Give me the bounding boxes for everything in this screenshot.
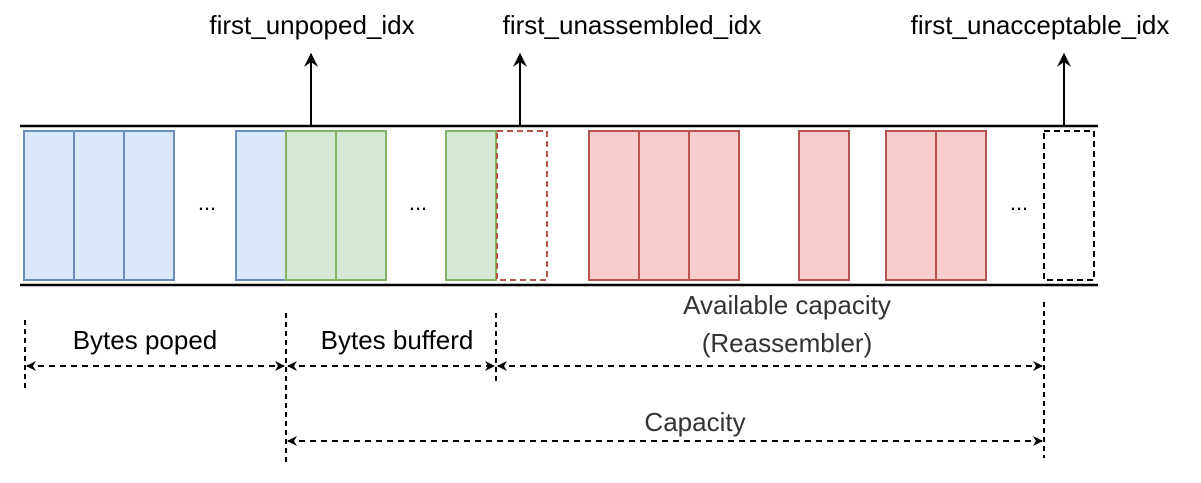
reassembler-bytes-group — [588, 130, 987, 281]
popped-byte-cell — [73, 130, 125, 281]
popped-ellipsis: ... — [198, 190, 216, 215]
buffered-byte-cell — [445, 130, 497, 281]
unassembled-empty-slot — [496, 130, 548, 281]
reassembler-ellipsis: ... — [1010, 190, 1028, 215]
reassembler-label: (Reassembler) — [702, 328, 873, 358]
popped-byte-cell — [235, 130, 287, 281]
reassembler-byte-cell — [798, 130, 850, 281]
first-unacceptable-idx-label: first_unacceptable_idx — [911, 10, 1170, 40]
available-capacity-label: Available capacity — [683, 290, 891, 320]
reassembler-byte-cell — [638, 130, 690, 281]
unacceptable-empty-slot — [1043, 130, 1095, 281]
first-unassembled-idx-label: first_unassembled_idx — [503, 10, 762, 40]
buffered-bytes-group — [285, 130, 497, 281]
bytes-bufferd-label: Bytes bufferd — [321, 325, 474, 355]
reassembler-byte-cell — [588, 130, 640, 281]
popped-byte-cell — [23, 130, 75, 281]
capacity-label: Capacity — [644, 407, 745, 437]
buffered-byte-cell — [285, 130, 337, 281]
bytes-poped-label: Bytes poped — [73, 325, 218, 355]
reassembler-byte-cell — [688, 130, 740, 281]
popped-bytes-group — [23, 130, 287, 281]
reassembler-byte-cell — [885, 130, 937, 281]
buffered-byte-cell — [335, 130, 387, 281]
reassembler-byte-cell — [935, 130, 987, 281]
popped-byte-cell — [123, 130, 175, 281]
first-unpoped-idx-label: first_unpoped_idx — [209, 10, 414, 40]
buffered-ellipsis: ... — [409, 190, 427, 215]
